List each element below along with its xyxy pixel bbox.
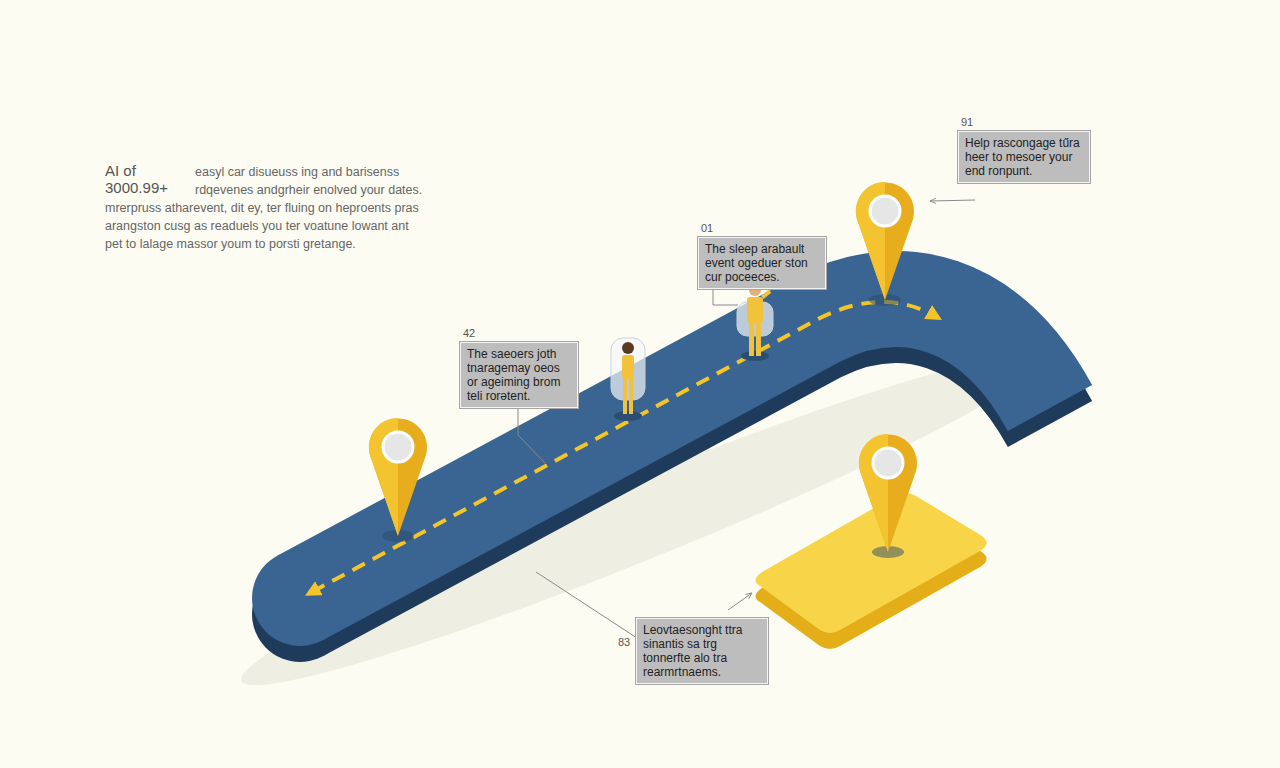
callout: 83 Leovtaesonght ttra sinantis sa trg ton… <box>618 618 768 684</box>
location-pins <box>369 182 917 558</box>
intro-text: AI of 3000.99+easyl car disueuss ing and… <box>105 162 427 252</box>
leader-lines <box>518 200 975 640</box>
callout-number: 42 <box>460 327 578 340</box>
platform <box>755 493 986 649</box>
location-pin <box>859 434 917 558</box>
callout-number: 91 <box>958 116 1090 129</box>
callout-box: The sleep arabault event ogeduer ston cu… <box>698 237 826 289</box>
callout-box: Leovtaesonght ttra sinantis sa trg tonne… <box>636 618 768 684</box>
location-pin <box>369 418 427 542</box>
callout: 91Help rascongage tűra heer to mesoer yo… <box>958 116 1090 183</box>
callout: 01The sleep arabault event ogeduer ston … <box>698 222 826 289</box>
road <box>252 299 1050 662</box>
callout-box: Help rascongage tűra heer to mesoer your… <box>958 131 1090 183</box>
location-pin <box>856 182 914 306</box>
callout: 42The saeoers joth tnaragemay oeos or ag… <box>460 327 578 408</box>
person-figure <box>737 284 773 361</box>
callout-number: 83 <box>618 636 630 649</box>
person-figure <box>611 338 645 421</box>
callout-box: The saeoers joth tnaragemay oeos or agei… <box>460 342 578 408</box>
intro-heading: AI of 3000.99+ <box>105 162 189 196</box>
callout-number: 01 <box>698 222 826 235</box>
intro-paragraph: easyl car disueuss ing and barisenss rdq… <box>105 165 422 251</box>
